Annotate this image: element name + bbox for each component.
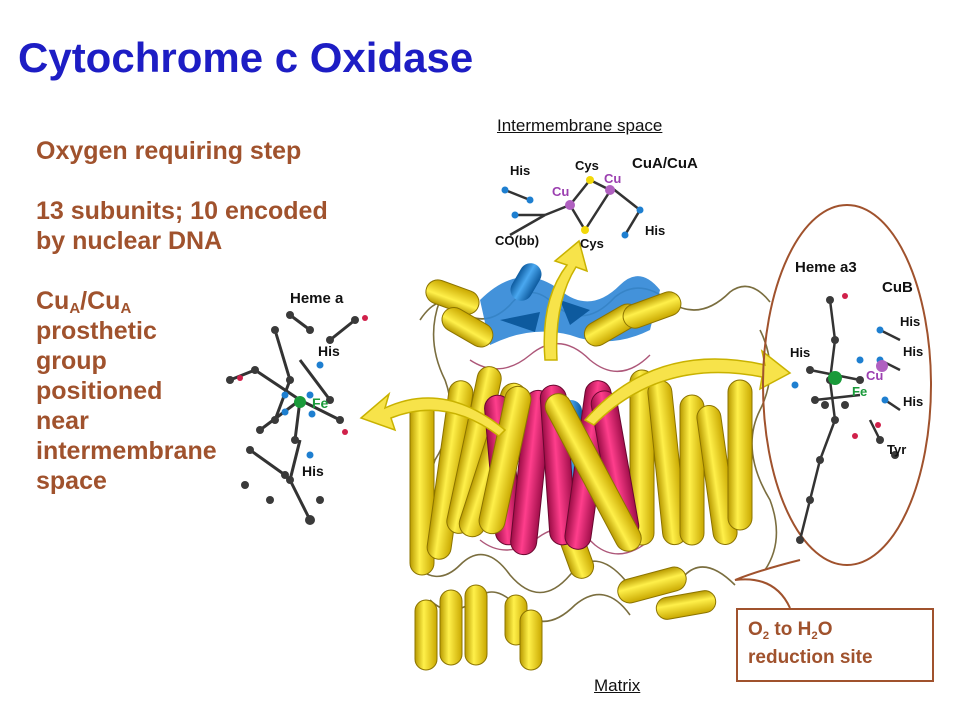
heme-a3-his4: His (903, 394, 923, 409)
heme-a-his1: His (318, 343, 340, 359)
matrix-label: Matrix (594, 676, 641, 695)
bullet-oxygen-step: Oxygen requiring step (36, 137, 302, 165)
reduction-site-callout: O2 to H2O reduction site (736, 608, 934, 682)
bullet-group: group (36, 347, 107, 375)
heme-a3-his1: His (790, 345, 810, 360)
cua-co: CO(bb) (495, 233, 539, 248)
bullet-space: space (36, 467, 107, 495)
bullet-text: Oxygen requiring step 13 subunits; 10 en… (36, 136, 328, 496)
bullet-cua: CuA/CuA (36, 287, 132, 317)
cua-title: CuA/CuA (632, 155, 698, 172)
cua-cu2: Cu (604, 171, 621, 186)
bullet-nuclear-dna: by nuclear DNA (36, 227, 223, 255)
arrow-to-cua (543, 239, 589, 361)
bullet-subunits: 13 subunits; 10 encoded (36, 197, 328, 225)
cua-his1: His (510, 163, 530, 178)
bullet-positioned: positioned (36, 377, 163, 405)
heme-a3-his3: His (903, 344, 923, 359)
heme-a-fe: Fe (312, 395, 329, 411)
heme-a-his2: His (302, 463, 324, 479)
heme-a3-fe: Fe (852, 384, 867, 399)
heme-a3-cu: Cu (866, 368, 883, 383)
arrow-to-heme-a3 (583, 349, 792, 426)
cua-cys1: Cys (575, 158, 599, 173)
heme-a3-ellipse (762, 204, 932, 566)
bullet-prosthetic: prosthetic (36, 317, 157, 345)
callout-pointer (734, 559, 801, 609)
heme-a3-his2: His (900, 314, 920, 329)
intermembrane-label: Intermembrane space (497, 116, 663, 135)
cua-his2: His (645, 223, 665, 238)
cua-cu1: Cu (552, 184, 569, 199)
arrow-to-heme-a (359, 391, 507, 437)
cua-cys2: Cys (580, 236, 604, 251)
cua-cofactor: CuA/CuA Cu Cu Cys Cys His His CO(bb) (495, 155, 698, 251)
bullet-near: near (36, 407, 89, 435)
arrows (359, 239, 792, 437)
heme-a-title: Heme a (290, 290, 344, 307)
front-yellow-helices (478, 385, 642, 552)
heme-a3-title: Heme a3 (795, 259, 857, 276)
heme-a-cofactor: Heme a Fe His His (226, 290, 368, 525)
bullet-intermembrane: intermembrane (36, 437, 217, 465)
heme-a3-tyr: Tyr (887, 442, 906, 457)
slide-title: Cytochrome c Oxidase (18, 34, 474, 81)
heme-a3-cub: CuB (882, 279, 913, 296)
callout-line1: O2 to H2O (748, 619, 833, 642)
heme-a3-cofactor: Heme a3 CuB Fe Cu His His His His Tyr (790, 259, 923, 544)
callout-line2: reduction site (748, 647, 873, 668)
